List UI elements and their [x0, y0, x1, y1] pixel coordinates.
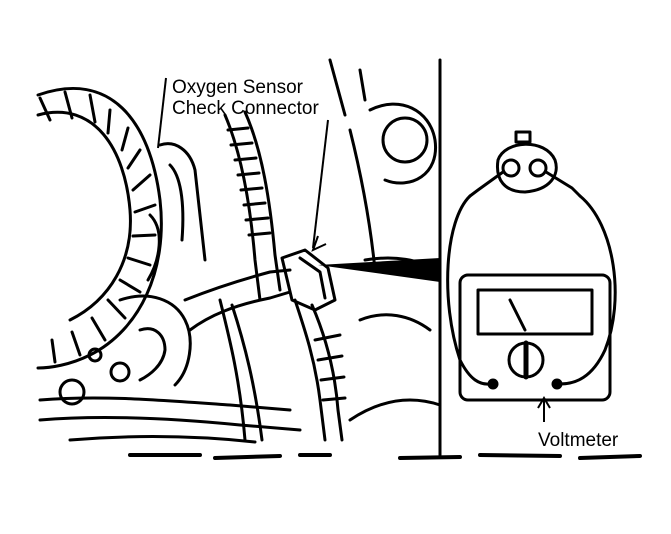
label-oxygen-sensor: Oxygen Sensor [172, 77, 303, 98]
label-voltmeter: Voltmeter [538, 430, 619, 451]
voltmeter-illustration [446, 130, 617, 402]
leader-lines [157, 77, 551, 422]
label-check-connector: Check Connector [172, 98, 319, 119]
engine-bay-illustration [36, 58, 642, 460]
magnification-wedge [318, 258, 440, 282]
